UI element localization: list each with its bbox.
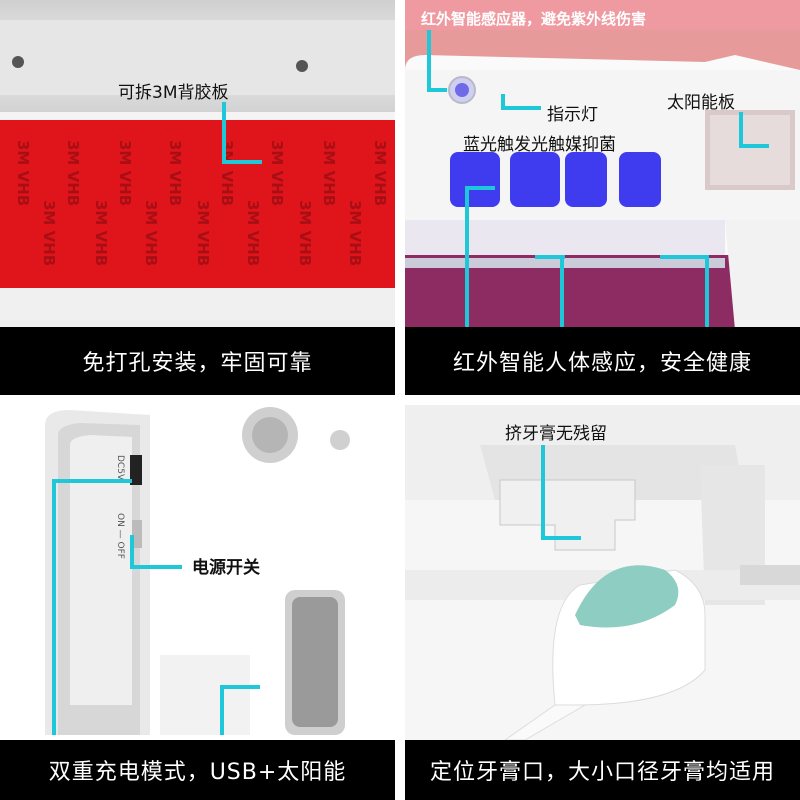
svg-text:3M VHB: 3M VHB: [371, 140, 389, 206]
panel-infrared-sensor: 红外智能感应器，避免紫外线伤害 指示灯 太阳能板 蓝光触发光触媒抑菌 红外智能人…: [405, 0, 800, 395]
leader-line: [222, 160, 262, 164]
leader-line: [130, 565, 182, 569]
svg-text:3M VHB: 3M VHB: [346, 200, 364, 266]
svg-text:3M VHB: 3M VHB: [92, 200, 110, 266]
svg-text:3M VHB: 3M VHB: [166, 140, 184, 206]
leader-line: [541, 445, 545, 540]
svg-text:3M VHB: 3M VHB: [194, 200, 212, 266]
svg-text:3M VHB: 3M VHB: [116, 140, 134, 206]
svg-text:3M VHB: 3M VHB: [268, 140, 286, 206]
caption: 双重充电模式，USB+太阳能: [0, 740, 395, 800]
caption: 红外智能人体感应，安全健康: [405, 327, 800, 395]
adhesive-board-illustration: 3M VHB 3M VHB 3M VHB 3M VHB 3M VHB 3M VH…: [0, 0, 395, 395]
leader-line: [501, 106, 541, 110]
dc-port-label: DC5V: [115, 455, 125, 481]
svg-text:3M VHB: 3M VHB: [40, 200, 58, 266]
label-solar-panel: 太阳能板: [667, 93, 735, 113]
svg-text:3M VHB: 3M VHB: [320, 140, 338, 206]
caption: 定位牙膏口，大小口径牙膏均适用: [405, 740, 800, 800]
label-power-switch: 电源开关: [192, 558, 260, 578]
leader-line: [222, 102, 226, 164]
svg-text:3M VHB: 3M VHB: [142, 200, 160, 266]
leader-line: [52, 479, 132, 483]
leader-line: [535, 255, 565, 259]
leader-line: [560, 255, 564, 330]
header-infrared: 红外智能感应器，避免紫外线伤害: [421, 10, 647, 28]
svg-text:3M VHB: 3M VHB: [218, 140, 236, 206]
svg-text:3M VHB: 3M VHB: [296, 200, 314, 266]
caption: 免打孔安装，牢固可靠: [0, 327, 395, 395]
leader-line: [427, 30, 431, 92]
panel-dual-charging: DC5V ON — OFF 电源开关 双重充电模式，USB+太阳能: [0, 405, 395, 800]
dispenser-illustration: [405, 405, 800, 800]
leader-line: [220, 685, 260, 689]
leader-line: [739, 144, 769, 148]
label-indicator-light: 指示灯: [547, 105, 598, 125]
leader-line: [52, 479, 56, 735]
leader-line: [465, 186, 495, 190]
svg-text:3M VHB: 3M VHB: [244, 200, 262, 266]
leader-line: [427, 88, 447, 92]
svg-text:3M VHB: 3M VHB: [64, 140, 82, 206]
side-panel-illustration: DC5V ON — OFF: [0, 405, 395, 800]
switch-label: ON — OFF: [115, 513, 125, 559]
leader-line: [541, 536, 581, 540]
svg-text:3M VHB: 3M VHB: [14, 140, 32, 206]
leader-line: [465, 188, 469, 330]
label-no-residue: 挤牙膏无残留: [505, 424, 607, 444]
leader-line: [220, 685, 224, 735]
panel-toothpaste-dispenser: 挤牙膏无残留 定位牙膏口，大小口径牙膏均适用: [405, 405, 800, 800]
panel-3m-adhesive: 3M VHB 3M VHB 3M VHB 3M VHB 3M VHB 3M VH…: [0, 0, 395, 395]
leader-line: [739, 112, 743, 148]
leader-line: [501, 94, 505, 109]
leader-line: [130, 535, 134, 569]
leader-line: [705, 255, 709, 330]
label-blue-light: 蓝光触发光触媒抑菌: [463, 135, 616, 155]
label-3m-board: 可拆3M背胶板: [118, 83, 229, 103]
leader-line: [660, 255, 708, 259]
